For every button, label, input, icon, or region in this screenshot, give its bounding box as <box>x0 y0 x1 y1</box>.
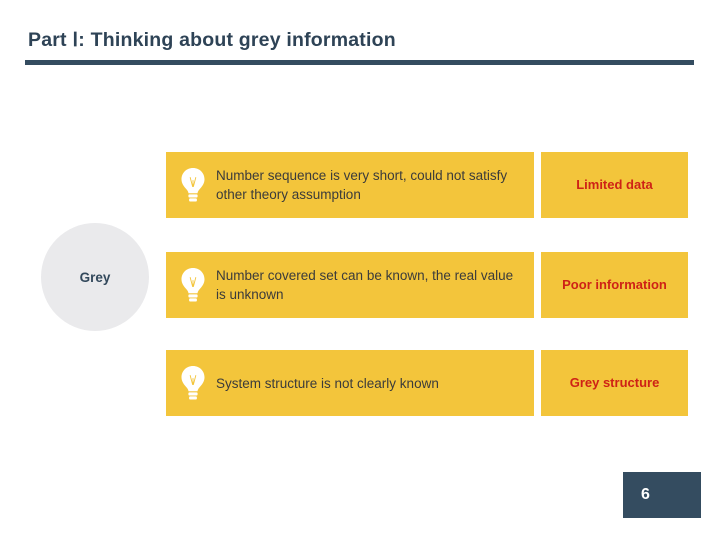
concept-row: Number sequence is very short, could not… <box>166 152 688 218</box>
lightbulb-icon <box>166 350 212 416</box>
tag-box[interactable]: Grey structure <box>541 350 688 416</box>
page-number-badge: 6 <box>623 472 701 518</box>
grey-concept-circle: Grey <box>41 223 149 331</box>
title-divider <box>25 60 694 65</box>
grey-concept-label: Grey <box>79 269 111 285</box>
page-title: Part Ⅰ: Thinking about grey information <box>28 29 396 51</box>
tag-label: Grey structure <box>569 375 660 390</box>
page-number: 6 <box>641 486 650 503</box>
statement-text: System structure is not clearly known <box>216 375 439 391</box>
statement-text: Number covered set can be known, the rea… <box>216 268 514 302</box>
concept-row: Number covered set can be known, the rea… <box>166 252 688 318</box>
statement-box[interactable]: Number sequence is very short, could not… <box>166 152 534 218</box>
lightbulb-icon <box>166 152 212 218</box>
statement-text: Number sequence is very short, could not… <box>216 168 508 202</box>
tag-box[interactable]: Poor information <box>541 252 688 318</box>
tag-label: Poor information <box>562 277 667 292</box>
tag-box[interactable]: Limited data <box>541 152 688 218</box>
concept-row: System structure is not clearly known Gr… <box>166 350 688 416</box>
tag-label: Limited data <box>576 177 653 192</box>
statement-box[interactable]: System structure is not clearly known <box>166 350 534 416</box>
lightbulb-icon <box>166 252 212 318</box>
statement-box[interactable]: Number covered set can be known, the rea… <box>166 252 534 318</box>
